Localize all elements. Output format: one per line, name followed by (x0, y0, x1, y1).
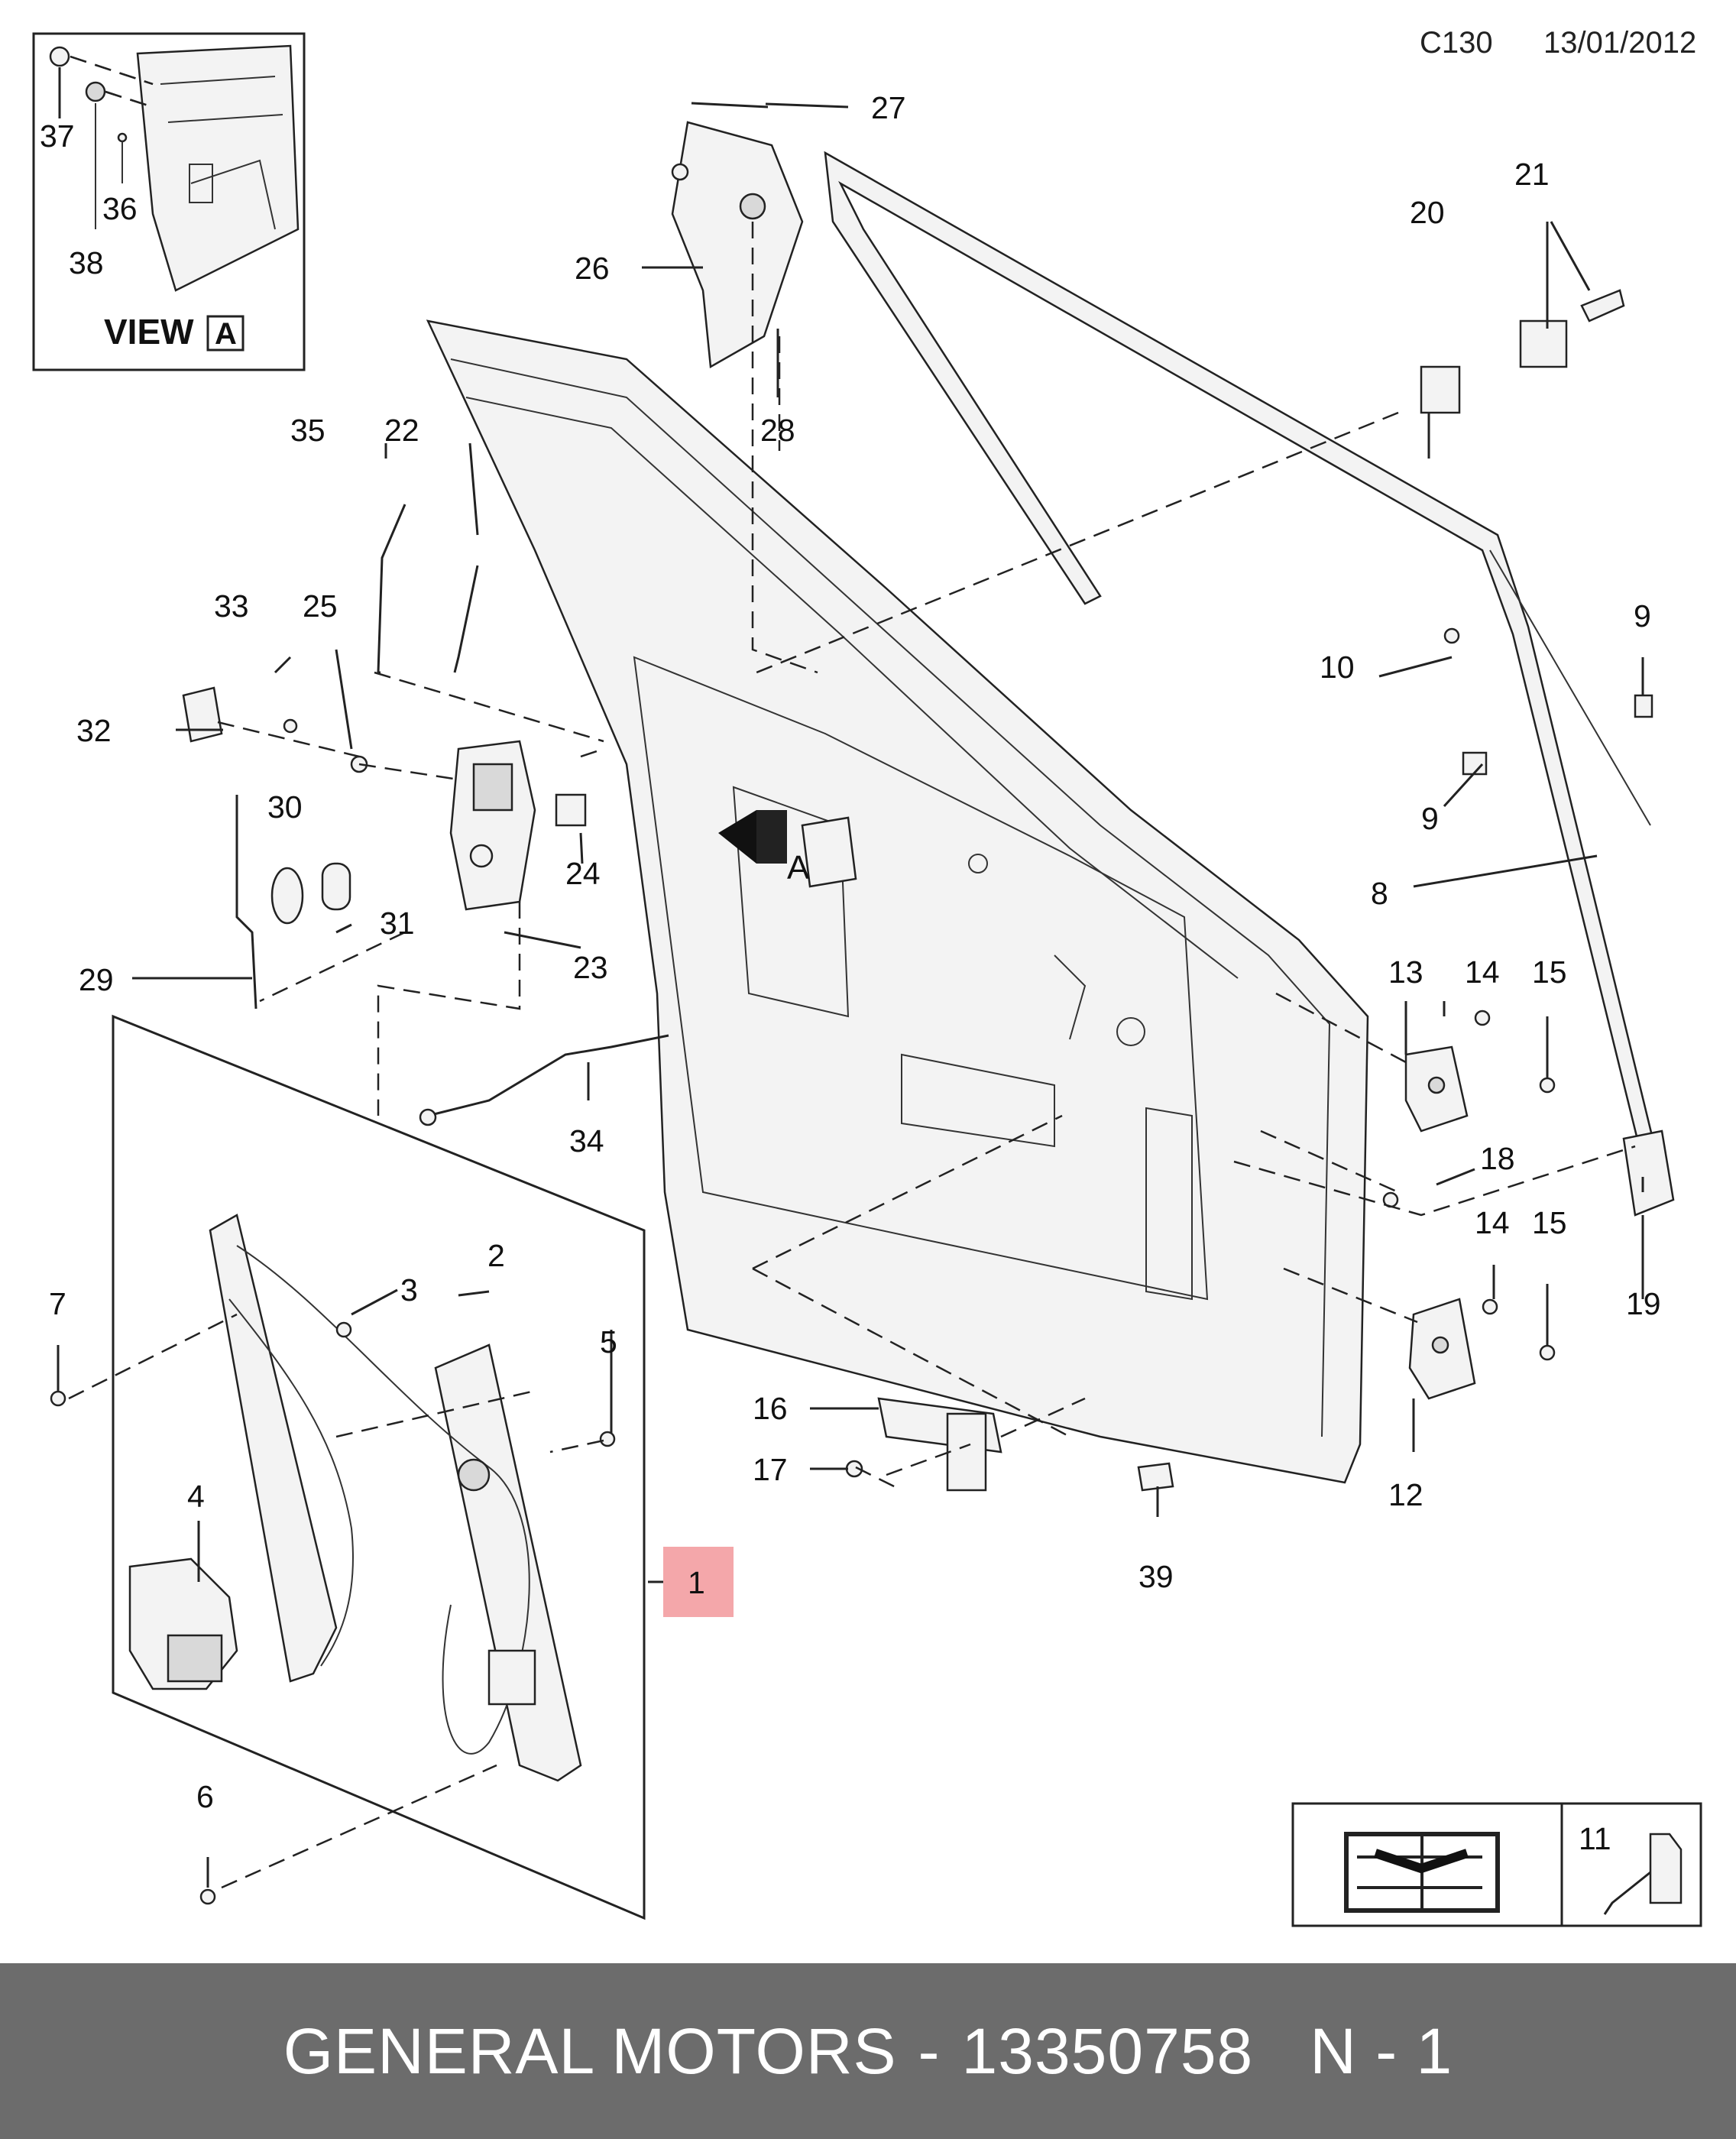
callout-label-25: 25 (303, 588, 338, 624)
part-35-rod (377, 504, 406, 673)
callout-label-16: 16 (753, 1391, 788, 1426)
part-16-check-strap (877, 1397, 1002, 1492)
callout-labels: 1 2 3 4 5 6 7 8 9 9 10 11 12 13 14 14 15… (40, 90, 1661, 1856)
callout-label-1: 1 (688, 1565, 705, 1600)
view-a-inset: VIEW A (32, 32, 306, 371)
part-23-lock (449, 740, 536, 911)
view-a-letter: A (215, 317, 237, 351)
callout-label-2: 2 (487, 1238, 505, 1273)
footer-separator: - (918, 2014, 941, 2087)
hinge-fasteners (1382, 1010, 1556, 1361)
callout-label-38: 38 (69, 245, 104, 280)
part-13-upper-hinge (1404, 1045, 1469, 1133)
callout-label-35: 35 (290, 413, 326, 448)
diagram-code: C130 (1420, 26, 1493, 60)
part-29-rod (235, 795, 257, 1010)
callout-label-24: 24 (565, 856, 601, 891)
callout-label-15a: 15 (1532, 954, 1567, 990)
callout-label-34: 34 (569, 1123, 604, 1159)
parts-30-31-grommets (270, 862, 351, 925)
callout-label-39: 39 (1138, 1559, 1174, 1594)
callout-label-37: 37 (40, 118, 75, 154)
part-39-clip (1137, 1462, 1174, 1492)
callout-label-19: 19 (1626, 1286, 1661, 1321)
repair-manual-icon (1344, 1832, 1500, 1913)
view-marker-letter: A (787, 849, 810, 886)
callout-label-31: 31 (380, 906, 415, 941)
callout-label-10: 10 (1320, 650, 1355, 685)
callout-label-36: 36 (102, 191, 138, 226)
callout-label-26: 26 (575, 251, 610, 286)
callout-label-12: 12 (1388, 1477, 1423, 1512)
callout-label-21: 21 (1514, 157, 1550, 192)
callout-label-28: 28 (760, 413, 795, 448)
dashed-reference-lines (68, 55, 1636, 1889)
part-1-regulator-panel (112, 1014, 646, 1920)
callout-label-32: 32 (76, 713, 112, 748)
callout-label-20: 20 (1410, 195, 1445, 230)
part-32-striker (182, 686, 223, 743)
callout-label-11: 11 (1579, 1821, 1611, 1856)
leader-lines (57, 67, 1644, 1888)
callout-label-4: 4 (187, 1479, 205, 1514)
service-info-box (1291, 1802, 1702, 1927)
callout-label-14a: 14 (1465, 954, 1500, 990)
footer-part-number: 13350758 (961, 2014, 1254, 2087)
part-19-cap (1622, 1129, 1675, 1217)
view-a-marker: A (718, 810, 857, 888)
panel-fasteners (50, 1321, 616, 1905)
sealant-tube-icon (1603, 1833, 1683, 1915)
callout-label-29: 29 (79, 962, 114, 997)
callout-1-highlight (663, 1547, 734, 1617)
parts-9-10-clips (1443, 627, 1653, 776)
callout-label-18: 18 (1480, 1141, 1515, 1176)
callout-label-6: 6 (196, 1779, 214, 1814)
callout-label-8: 8 (1371, 876, 1388, 911)
callout-label-27: 27 (871, 90, 906, 125)
callout-label-17: 17 (753, 1452, 788, 1487)
callout-label-23: 23 (573, 950, 608, 985)
exploded-parts-diagram: .ln { stroke:#222; stroke-width:3; fill:… (32, 32, 1702, 1927)
callout-label-9b: 9 (1421, 801, 1439, 836)
part-26-bracket (671, 121, 804, 369)
callout-label-33: 33 (214, 588, 249, 624)
footer-bar: GENERAL MOTORS-13350758 N - 1 (0, 1963, 1736, 2139)
callout-label-14b: 14 (1475, 1205, 1510, 1240)
callout-label-22: 22 (384, 413, 419, 448)
footer-caption: GENERAL MOTORS-13350758 N - 1 (273, 2014, 1464, 2089)
callout-label-30: 30 (267, 789, 303, 825)
callout-label-9a: 9 (1634, 598, 1651, 634)
callout-label-15b: 15 (1532, 1205, 1567, 1240)
window-channel (824, 151, 1667, 1194)
view-a-caption: VIEW (104, 312, 194, 352)
callout-label-7: 7 (49, 1286, 66, 1321)
parts-20-21-clips (1420, 289, 1625, 414)
callout-label-5: 5 (600, 1324, 617, 1360)
part-24-connector (555, 793, 587, 827)
part-34-cable (419, 1034, 669, 1126)
footer-brand: GENERAL MOTORS (283, 2014, 897, 2087)
callout-label-13: 13 (1388, 954, 1423, 990)
footer-note: N - 1 (1310, 2014, 1453, 2087)
part-12-lower-hinge (1408, 1298, 1476, 1400)
door-shell (426, 319, 1369, 1484)
diagram-date: 13/01/2012 (1543, 26, 1697, 60)
part-22-rod (453, 565, 479, 673)
part-33-screw (283, 718, 298, 734)
callout-label-3: 3 (400, 1272, 418, 1308)
